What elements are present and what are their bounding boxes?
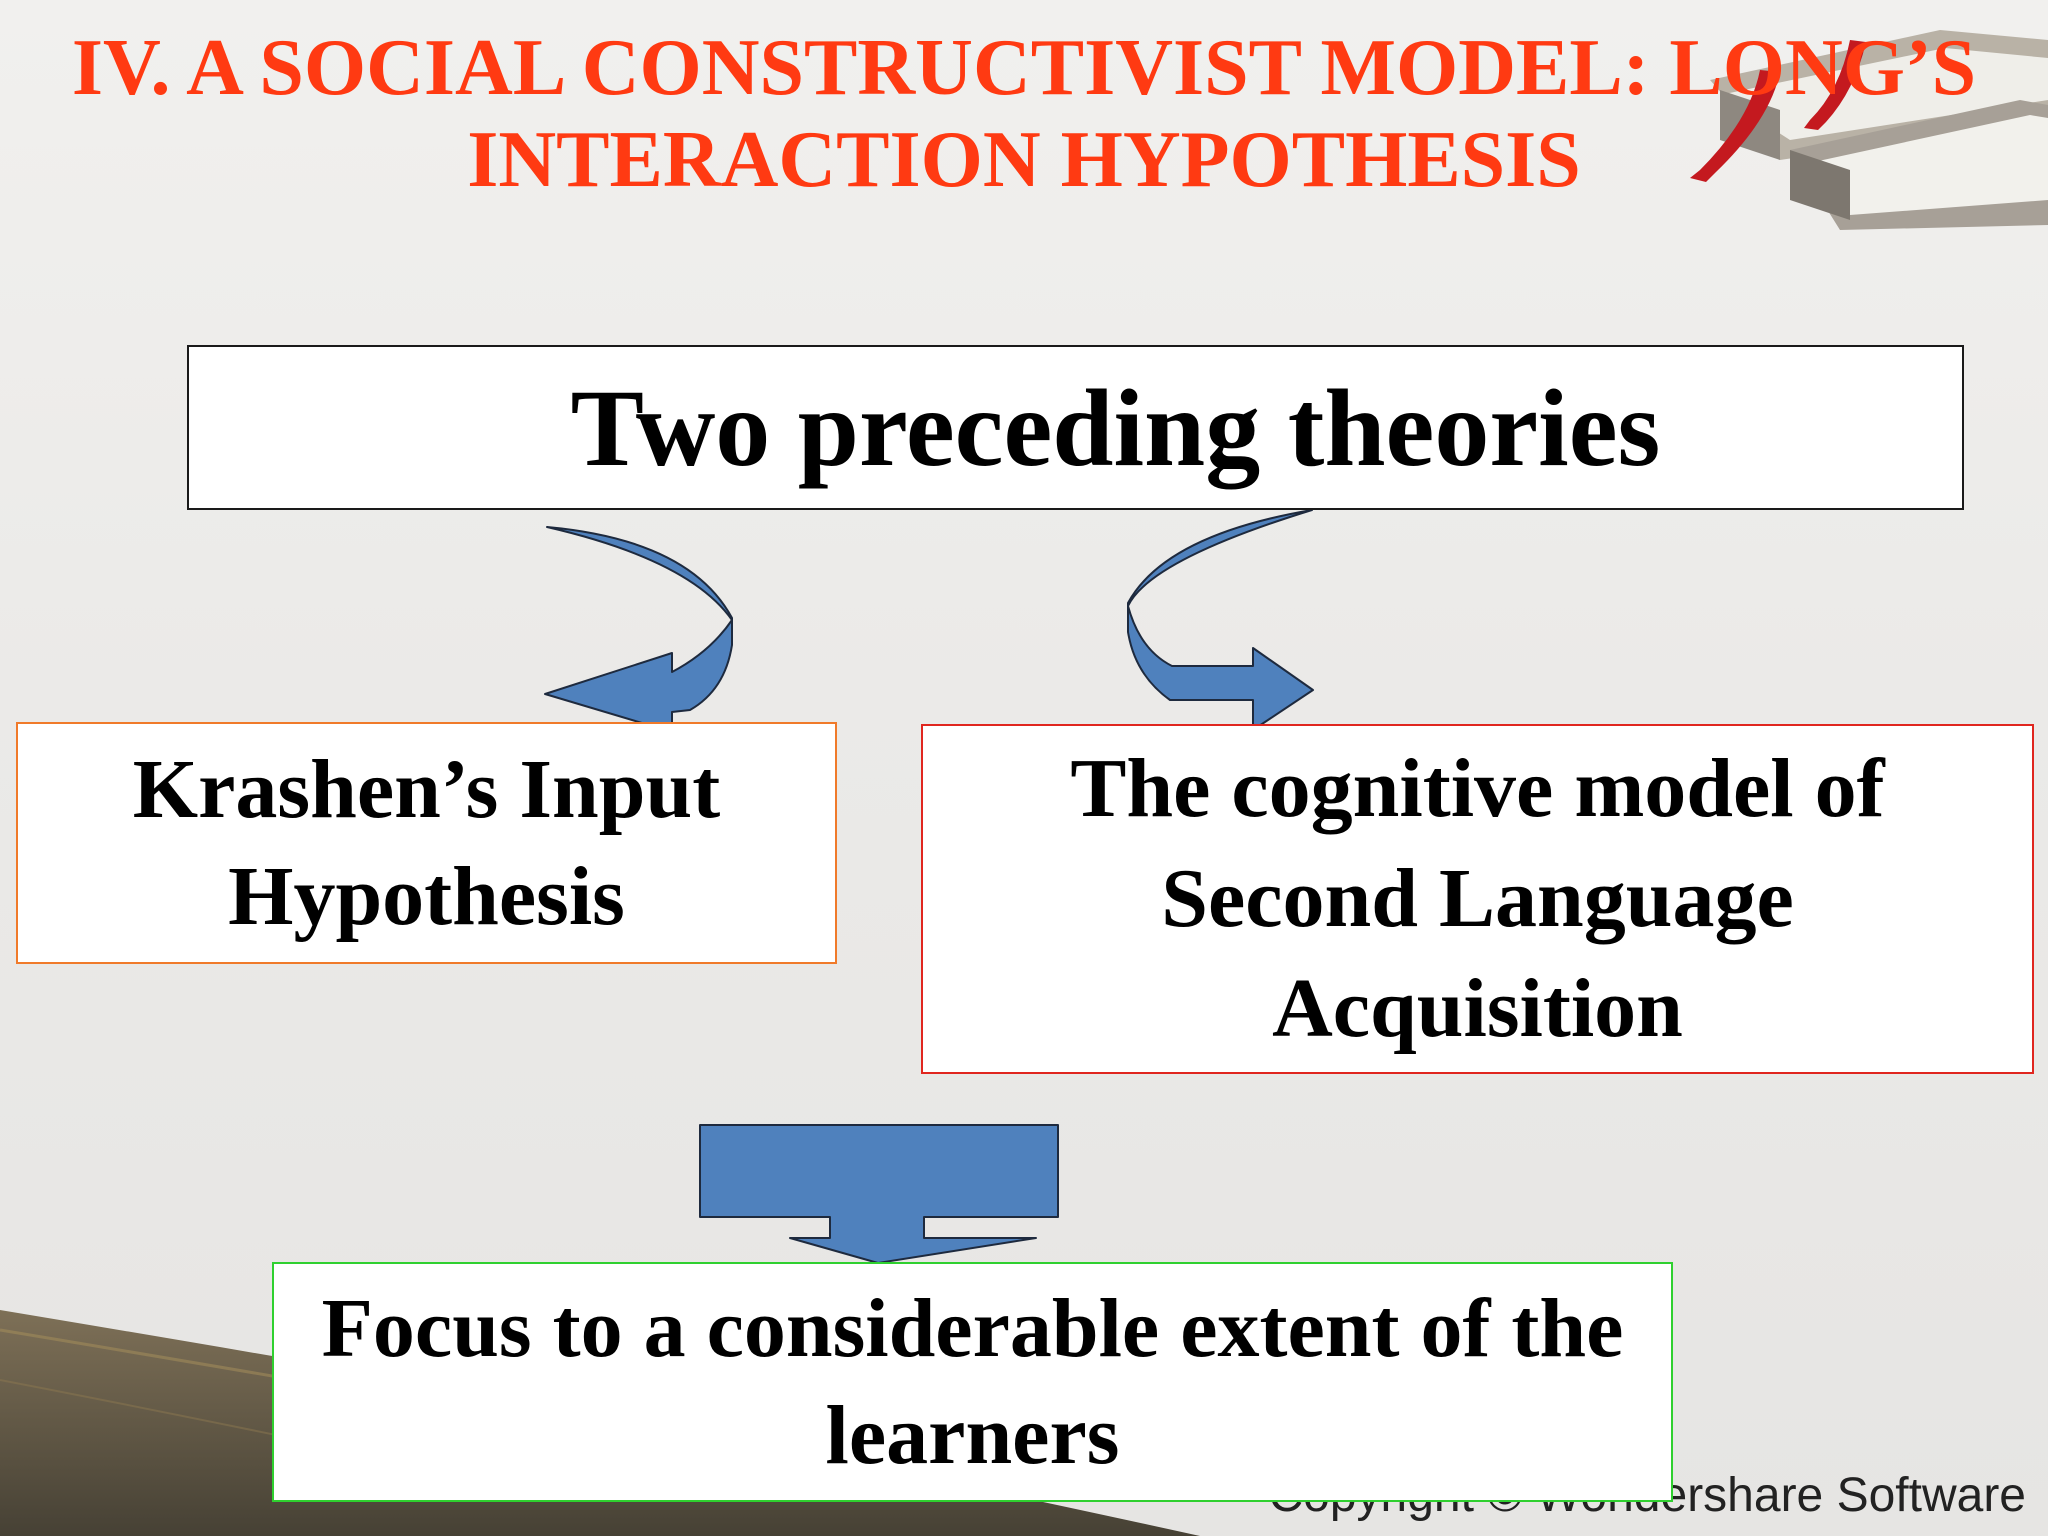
slide-title: IV. A SOCIAL CONSTRUCTIVIST MODEL: LONG’… — [71, 24, 1977, 204]
bottom-box: Focus to a considerable extent of the le… — [272, 1262, 1673, 1502]
top-box: Two preceding theories — [187, 345, 1964, 510]
left-box: Krashen’s Input Hypothesis — [16, 722, 837, 964]
down-arrow — [699, 1124, 1059, 1264]
curved-arrow-right — [1127, 509, 1314, 731]
bottom-box-label: Focus to a considerable extent of the le… — [321, 1282, 1624, 1482]
left-box-label: Krashen’s Input Hypothesis — [132, 743, 721, 943]
top-box-label: Two preceding theories — [570, 366, 1661, 489]
right-box-label: The cognitive model of Second Language A… — [1070, 742, 1885, 1055]
curved-arrow-left — [544, 526, 733, 733]
right-box: The cognitive model of Second Language A… — [921, 724, 2034, 1074]
books-decoration — [1690, 30, 2048, 230]
